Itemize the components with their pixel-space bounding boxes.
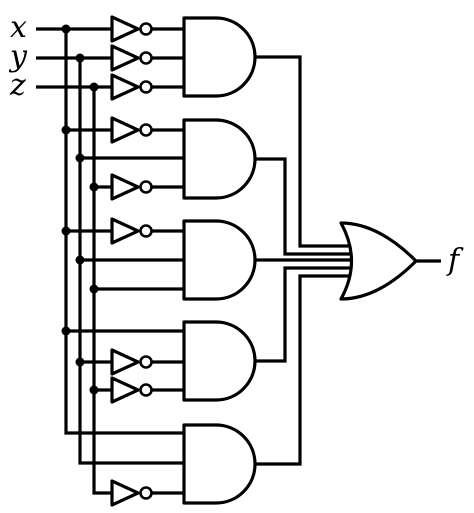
or-gate-icon [339,221,418,301]
and-gate-icon [182,16,257,98]
input-buses [36,27,184,495]
bus-y [36,56,184,465]
and-gate-icon [182,118,257,200]
inverter-icon [110,44,184,72]
and-gate-icon [182,219,257,301]
and-gates [182,16,257,505]
and-to-or-wires [255,55,353,466]
inverter-icon [110,479,184,507]
inverter-icon [110,217,184,245]
bus-z [36,85,112,495]
input-label-x: x [10,10,27,45]
and-gate-icon [182,423,257,505]
bus-x [36,27,184,435]
inverter-icon [110,348,184,376]
inverter-icon [110,15,184,43]
output-label-f: f [446,243,464,278]
input-label-z: z [9,68,26,103]
inverter-icon [110,173,184,201]
inverters [110,15,184,507]
and-gate-icon [182,320,257,402]
input-label-y: y [8,39,28,74]
inverter-icon [110,73,184,101]
inverter-icon [110,376,184,404]
inverter-icon [110,116,184,144]
junction-dots [61,24,99,395]
